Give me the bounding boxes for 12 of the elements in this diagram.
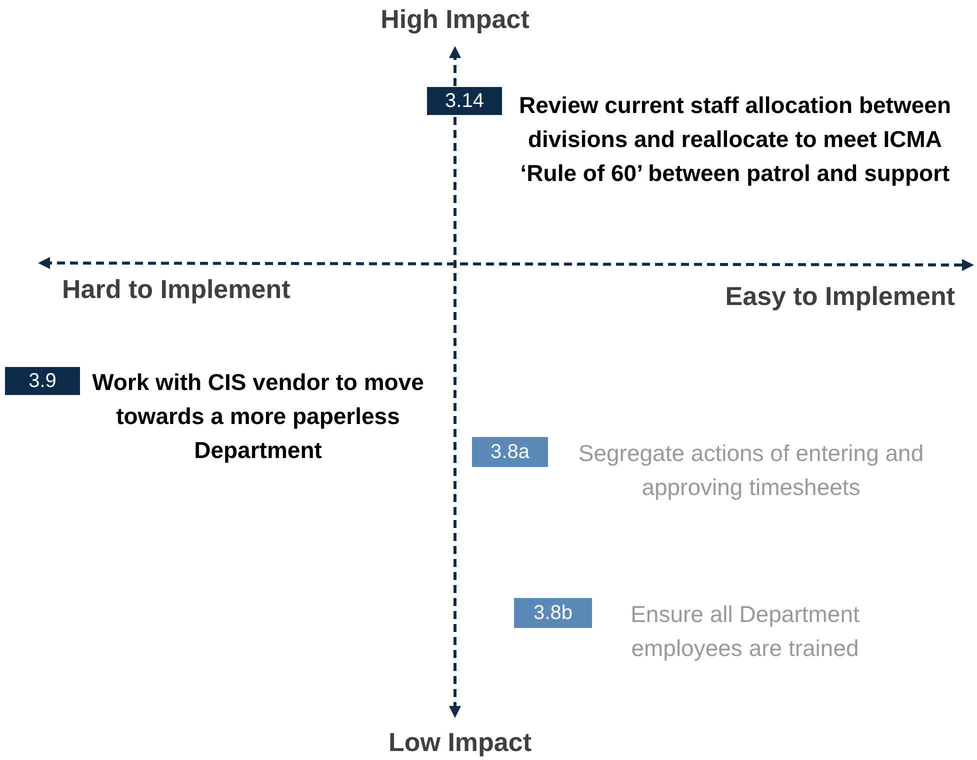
axis-label: High Impact <box>380 3 530 36</box>
axis-label: Low Impact <box>387 726 532 759</box>
axis-label: Easy to Implement <box>724 280 955 313</box>
action-description: Segregate actions of entering and approving timesheets <box>577 439 925 502</box>
action-description: Ensure all Department employees are trained <box>630 600 860 663</box>
axis-label: Hard to Implement <box>62 273 290 306</box>
action-description: Work with CIS vendor to move towards a more paperless Department <box>91 368 425 465</box>
action-number-tag: 3.8b <box>514 598 592 628</box>
action-number-tag: 3.8a <box>472 437 548 467</box>
action-number-tag: 3.9 <box>5 367 80 395</box>
action-number-tag: 3.14 <box>427 87 502 115</box>
action-description: Review current staff allocation between divisions and reallocate to meet ICMA ‘Rule of 60’ between patrol and support <box>518 91 952 188</box>
